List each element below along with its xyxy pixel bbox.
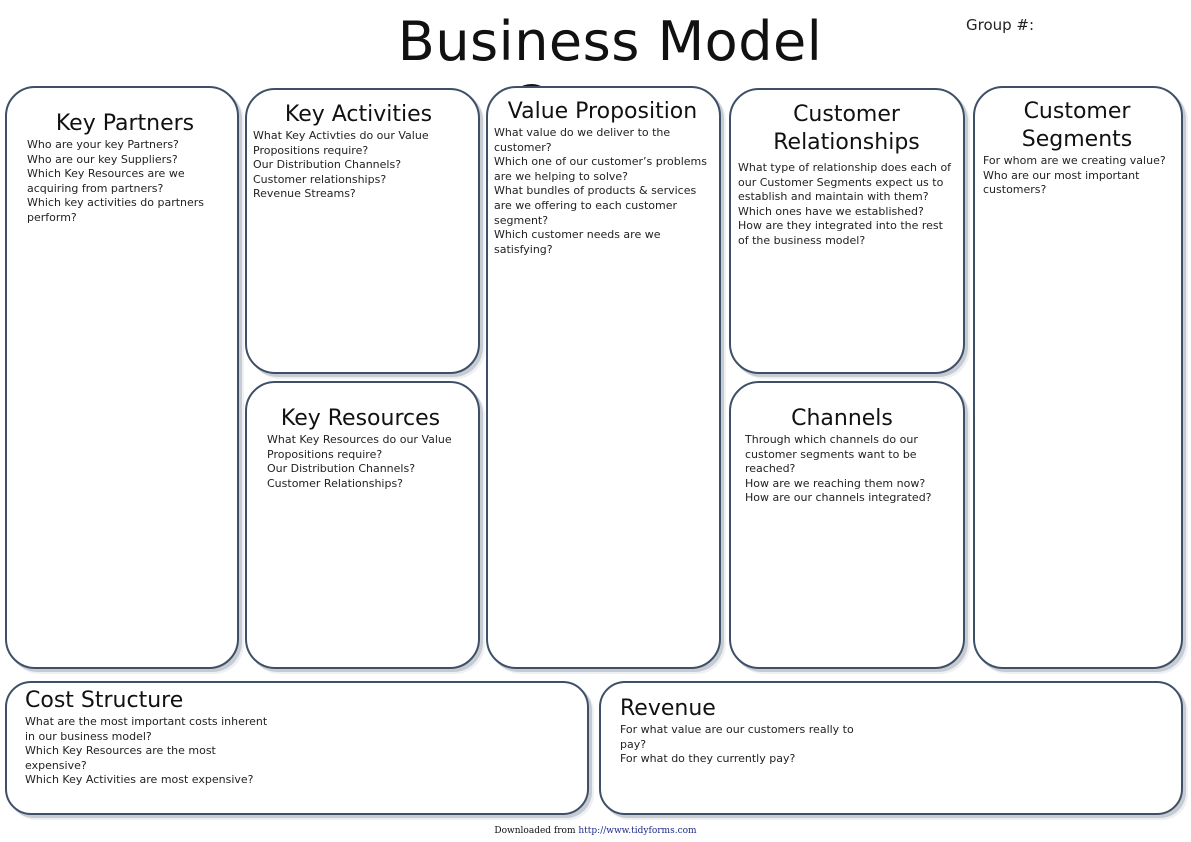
question: For what do they currently pay? [620, 752, 796, 766]
key-activities-box[interactable]: Key Activities What Key Activties do our… [245, 88, 480, 374]
customer-segments-heading: Customer Segments [1021, 99, 1133, 152]
channels-questions: Through which channels do our customer s… [745, 433, 939, 506]
key-partners-questions: Who are your key Partners? Who are our k… [27, 138, 223, 226]
question: What bundles of products & services are … [494, 184, 697, 227]
question: Which Key Resources are we acquiring fro… [27, 167, 185, 195]
cost-structure-heading: Cost Structure [25, 688, 184, 713]
value-proposition-heading: Value Proposition [507, 99, 698, 124]
revenue-box[interactable]: Revenue For what value are our customers… [599, 681, 1183, 815]
customer-segments-questions: For whom are we creating value? Who are … [983, 154, 1171, 198]
value-proposition-box[interactable]: Value Proposition What value do we deliv… [486, 86, 721, 669]
question: What Key Resources do our Value Proposit… [267, 433, 452, 461]
cost-structure-questions: What are the most important costs inhere… [25, 715, 270, 788]
question: Who are your key Partners? [27, 138, 179, 151]
question: What value do we deliver to the customer… [494, 126, 671, 154]
question: Through which channels do our customer s… [745, 433, 918, 476]
question: Which one of our customer’s problems are… [494, 155, 707, 183]
question: Which ones have we established? [738, 204, 924, 218]
question: How are we reaching them now? [745, 476, 926, 490]
footer-link[interactable]: http://www.tidyforms.com [578, 826, 697, 836]
key-activities-questions: What Key Activties do our Value Proposit… [253, 129, 464, 202]
question: Revenue Streams? [253, 187, 356, 201]
channels-box[interactable]: Channels Through which channels do our c… [729, 381, 965, 669]
customer-relationships-questions: What type of relationship does each of o… [738, 161, 955, 249]
revenue-heading: Revenue [620, 696, 716, 721]
group-number-label: Group #: [966, 16, 1035, 34]
question: Which Key Activities are most expensive? [25, 773, 254, 787]
question: Customer Relationships? [267, 476, 404, 490]
question: For whom are we creating value? [983, 154, 1166, 167]
key-partners-heading: Key Partners [55, 111, 195, 136]
customer-relationships-heading: Customer Relationships [773, 102, 920, 155]
customer-segments-box[interactable]: Customer Segments For whom are we creati… [973, 86, 1183, 669]
question: What type of relationship does each of o… [738, 161, 952, 204]
revenue-questions: For what value are our customers really … [620, 723, 860, 767]
question: What Key Activties do our Value Proposit… [253, 129, 429, 157]
key-partners-box[interactable]: Key Partners Who are your key Partners? … [5, 86, 239, 669]
channels-heading: Channels [791, 406, 893, 431]
question: Who are our key Suppliers? [27, 152, 178, 166]
value-proposition-questions: What value do we deliver to the customer… [494, 126, 711, 257]
question: Our Distribution Channels? [253, 158, 402, 172]
question: Who are our most important customers? [983, 168, 1140, 197]
key-resources-box[interactable]: Key Resources What Key Resources do our … [245, 381, 480, 669]
question: Which customer needs are we satisfying? [494, 228, 661, 256]
key-resources-heading: Key Resources [280, 406, 441, 431]
question: Our Distribution Channels? [267, 462, 416, 476]
question: Customer relationships? [253, 172, 387, 186]
question: Which key activities do partners perform… [27, 196, 205, 224]
question: Which Key Resources are the most expensi… [25, 744, 216, 772]
question: How are our channels integrated? [745, 491, 932, 505]
customer-relationships-box[interactable]: Customer Relationships What type of rela… [729, 88, 965, 374]
question: What are the most important costs inhere… [25, 715, 268, 743]
cost-structure-box[interactable]: Cost Structure What are the most importa… [5, 681, 589, 815]
question: For what value are our customers really … [620, 723, 854, 751]
key-activities-heading: Key Activities [284, 102, 433, 127]
question: How are they integrated into the rest of… [738, 219, 943, 247]
footer: Downloaded from http://www.tidyforms.com [0, 826, 1191, 836]
footer-prefix: Downloaded from [494, 826, 576, 836]
key-resources-questions: What Key Resources do our Value Proposit… [267, 433, 454, 491]
